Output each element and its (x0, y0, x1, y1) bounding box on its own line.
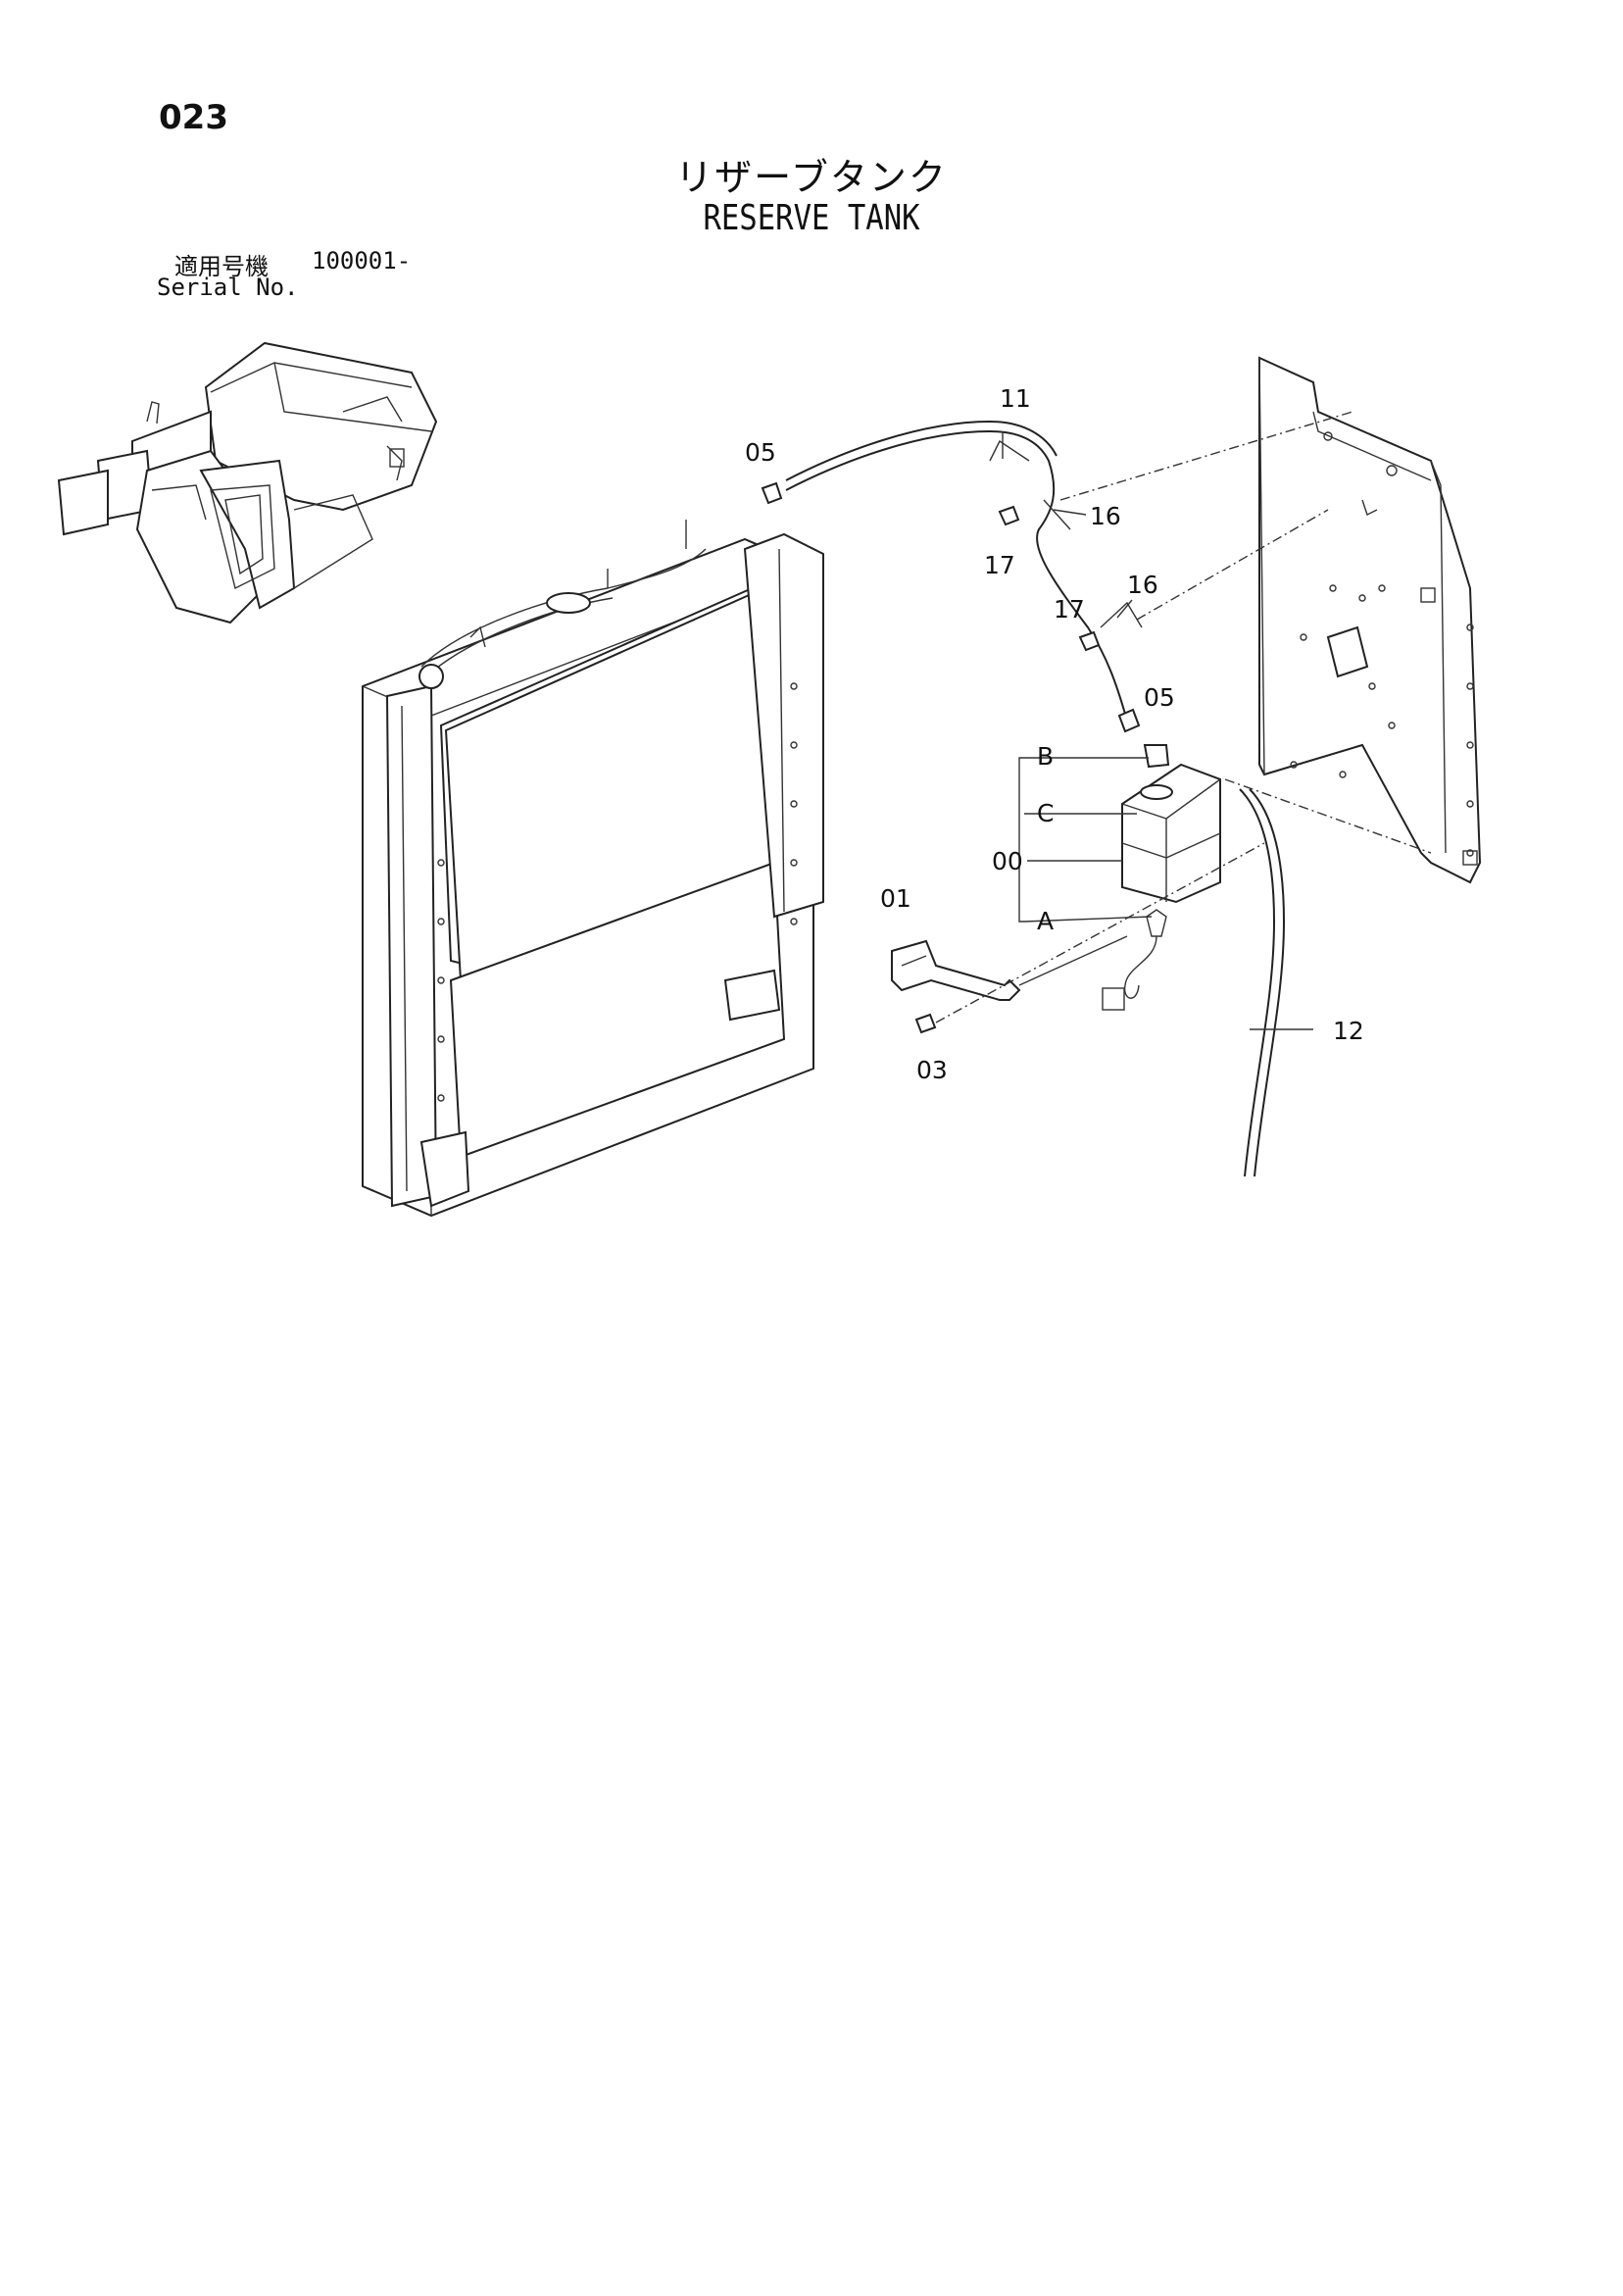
serial-label-japanese: 適用号機 (174, 253, 269, 280)
page-title-english: RESERVE TANK (703, 198, 920, 238)
callout-05-lower: 05 (1144, 683, 1175, 712)
serial-value: 100001- (312, 247, 412, 275)
page-number: 023 (159, 98, 228, 137)
callout-12: 12 (1333, 1017, 1364, 1045)
callout-00: 00 (992, 847, 1023, 875)
excavator-overview-illustration (57, 341, 438, 624)
drain-hose-illustration (1239, 788, 1286, 1177)
callout-pointers (1002, 431, 1313, 1030)
callout-05-upper: 05 (745, 438, 776, 467)
serial-label-english: Serial No. (157, 274, 299, 301)
leader-lines (935, 411, 1432, 1023)
callout-B: B (1037, 742, 1054, 771)
radiator-assembly-illustration (362, 520, 824, 1218)
page-title-japanese: リザーブタンク (675, 156, 948, 199)
callout-17-upper: 17 (984, 551, 1015, 579)
fastener-illustrations (761, 481, 1141, 1034)
callout-11: 11 (1000, 384, 1031, 413)
hose-routing (785, 420, 1143, 722)
callout-A: A (1037, 907, 1054, 935)
side-panel-illustration (1258, 356, 1482, 884)
callout-03: 03 (916, 1056, 948, 1084)
callout-16-upper: 16 (1090, 502, 1121, 530)
callout-16-lower: 16 (1127, 571, 1158, 599)
bracket-illustration (891, 939, 1021, 1001)
callout-01: 01 (880, 884, 911, 913)
callout-labels: 11 05 16 17 17 16 05 B C 00 A 01 03 12 (745, 384, 1364, 1084)
callout-17-lower: 17 (1054, 595, 1085, 624)
callout-C: C (1037, 799, 1054, 827)
reserve-tank-illustration (1102, 744, 1221, 1011)
